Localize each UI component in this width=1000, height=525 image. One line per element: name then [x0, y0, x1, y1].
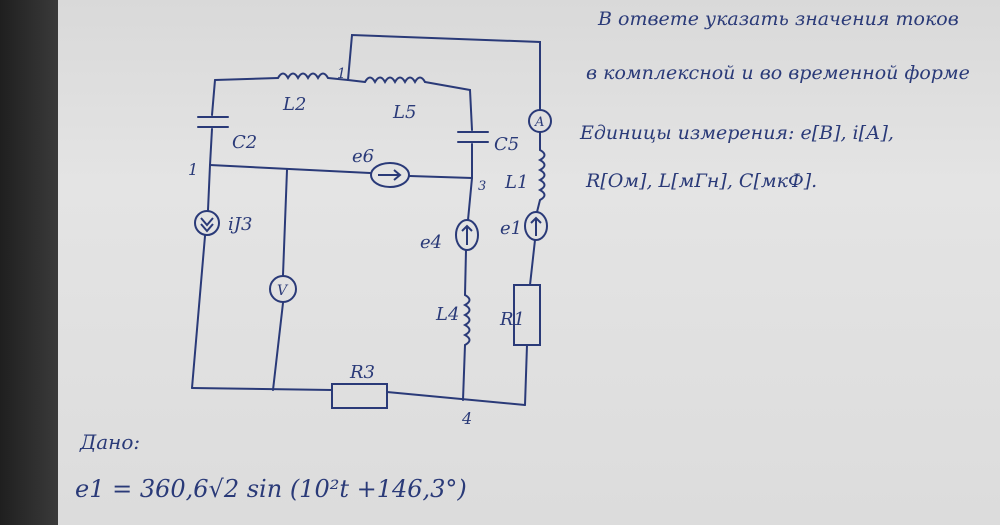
node-3-label: 3 [478, 179, 486, 194]
label-C5: C5 [494, 134, 519, 155]
note-line-2: в комплексной и во временной форме [586, 62, 970, 84]
label-e1: e1 [500, 218, 522, 239]
node-top-label: 1 [337, 66, 346, 82]
label-e4: e4 [420, 232, 442, 253]
desk-edge [0, 0, 58, 525]
note-line-3: Единицы измерения: е[В], i[А], [580, 122, 894, 144]
node-1-label: 1 [188, 160, 198, 179]
label-R3: R3 [349, 362, 375, 383]
label-L5: L5 [392, 102, 416, 123]
label-R1: R1 [499, 309, 525, 330]
voltmeter-label: V [277, 283, 289, 299]
note-line-4: R[Ом], L[мГн], C[мкФ]. [586, 170, 818, 192]
label-C2: C2 [232, 132, 257, 153]
ammeter-label: A [534, 115, 544, 130]
label-L2: L2 [282, 94, 306, 115]
label-L1: L1 [504, 172, 528, 193]
node-4-label: 4 [461, 409, 472, 428]
label-e6: e6 [352, 146, 374, 167]
given-formula: e1 = 360,6√2 sin (10²t +146,3°) [75, 475, 467, 503]
label-L4: L4 [435, 304, 459, 325]
given-heading: Дано: [80, 430, 141, 454]
note-line-1: В ответе указать значения токов [598, 8, 959, 30]
label-iJ3: iJ3 [228, 214, 252, 235]
